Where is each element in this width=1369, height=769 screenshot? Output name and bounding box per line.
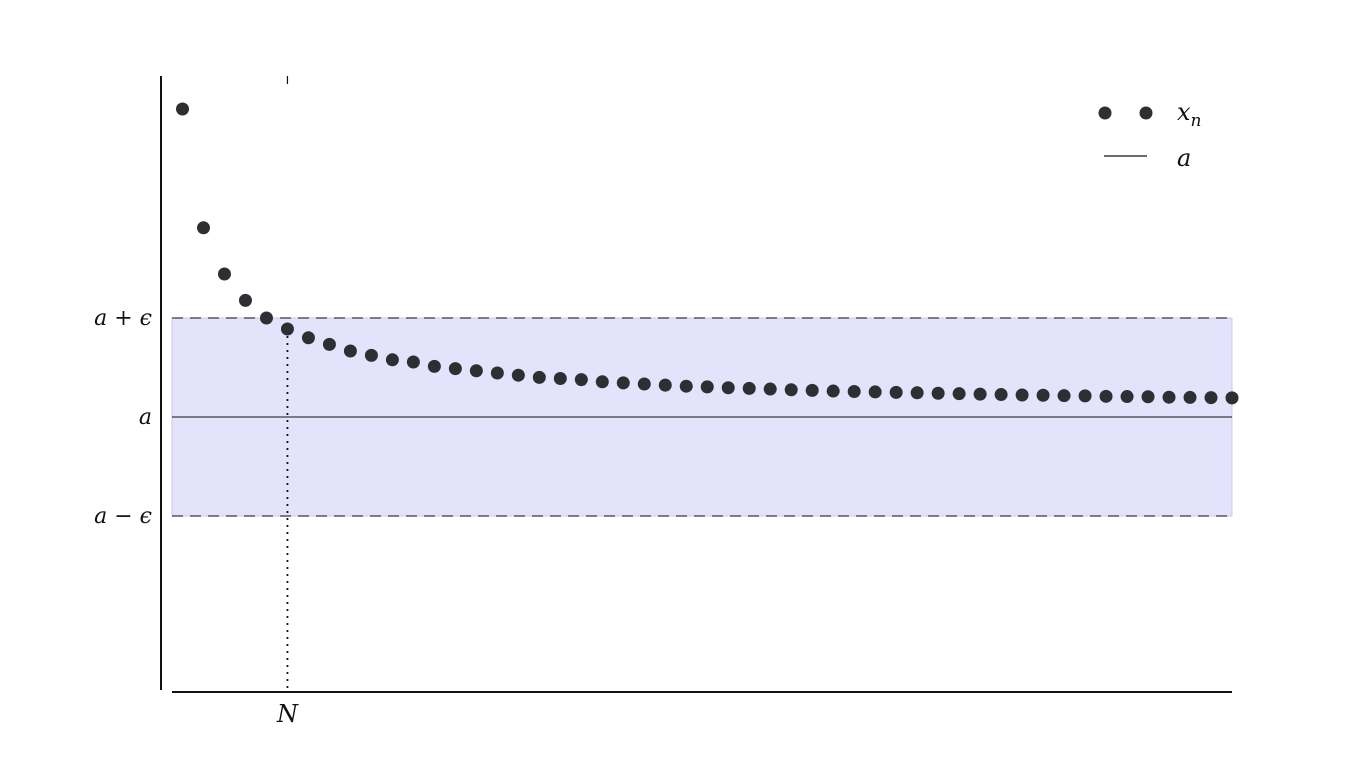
data-point bbox=[490, 366, 504, 380]
legend-label-sequence: xn bbox=[1177, 98, 1202, 131]
data-point bbox=[238, 293, 252, 307]
data-point bbox=[1183, 390, 1197, 404]
data-point bbox=[217, 267, 231, 281]
y-tick-label: a + ϵ bbox=[94, 306, 152, 331]
y-tick-labels: a + ϵ a a − ϵ bbox=[94, 306, 152, 529]
band-edges bbox=[172, 317, 1232, 517]
data-point bbox=[910, 386, 924, 400]
data-point bbox=[1120, 390, 1134, 404]
y-tick-label: a − ϵ bbox=[94, 504, 152, 529]
data-point bbox=[553, 372, 567, 385]
data-point bbox=[1015, 388, 1029, 402]
data-point bbox=[721, 381, 735, 395]
data-point bbox=[742, 381, 756, 395]
sequence-points bbox=[175, 102, 1239, 405]
data-point bbox=[931, 386, 945, 400]
data-point bbox=[994, 388, 1008, 402]
data-point bbox=[637, 377, 651, 391]
data-point bbox=[574, 373, 588, 387]
legend-marker-point-1 bbox=[1098, 106, 1112, 120]
x-tick-label: N bbox=[276, 700, 299, 728]
data-point bbox=[1225, 391, 1239, 405]
data-point bbox=[1057, 389, 1071, 403]
data-point bbox=[1141, 390, 1155, 404]
data-point bbox=[805, 383, 819, 397]
data-point bbox=[532, 370, 546, 384]
data-point bbox=[952, 387, 966, 401]
data-point bbox=[385, 353, 399, 367]
data-point bbox=[700, 380, 714, 394]
data-point bbox=[679, 379, 693, 393]
data-point bbox=[973, 387, 987, 401]
data-point bbox=[511, 368, 525, 382]
legend-marker-point-2 bbox=[1139, 106, 1153, 120]
data-point bbox=[763, 382, 777, 396]
data-point bbox=[1078, 389, 1092, 403]
data-point bbox=[322, 337, 336, 351]
data-point bbox=[1204, 391, 1218, 405]
data-point bbox=[1099, 389, 1113, 403]
data-point bbox=[1036, 388, 1050, 402]
data-point bbox=[196, 221, 210, 235]
data-point bbox=[406, 355, 420, 369]
y-tick-label: a bbox=[139, 405, 152, 430]
data-point bbox=[427, 359, 441, 373]
data-point bbox=[259, 311, 273, 325]
data-point bbox=[469, 364, 483, 378]
data-point bbox=[595, 375, 609, 389]
data-point bbox=[364, 348, 378, 362]
data-point bbox=[826, 384, 840, 398]
data-point bbox=[868, 385, 882, 399]
legend-label-limit: a bbox=[1177, 144, 1191, 172]
data-point bbox=[847, 384, 861, 398]
data-point bbox=[658, 378, 672, 392]
x-tick-labels: N bbox=[276, 700, 299, 728]
data-point bbox=[448, 362, 462, 376]
data-point bbox=[280, 322, 294, 336]
data-point bbox=[1162, 390, 1176, 404]
data-point bbox=[301, 331, 315, 345]
data-point bbox=[784, 383, 798, 397]
data-point bbox=[343, 344, 357, 358]
data-point bbox=[616, 376, 630, 390]
data-point bbox=[889, 385, 903, 399]
data-point bbox=[175, 102, 189, 116]
legend: xn a bbox=[1098, 98, 1202, 172]
